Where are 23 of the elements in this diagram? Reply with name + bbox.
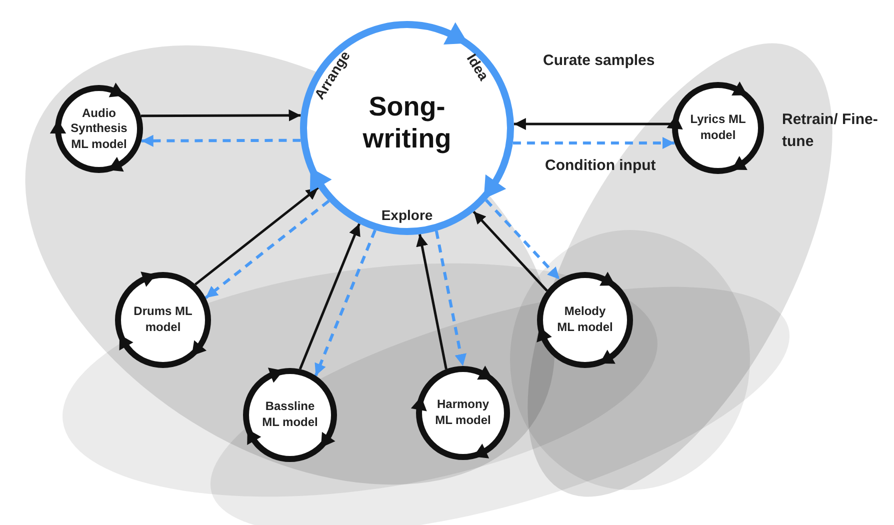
- arrow: [141, 109, 301, 122]
- dashed-arrow: [484, 199, 561, 280]
- arrow: [194, 186, 319, 286]
- node-label: Lyrics ML model: [689, 112, 747, 144]
- dashed-arrow: [314, 230, 376, 376]
- arrow: [298, 223, 360, 370]
- node-label: Audio Synthesis ML model: [70, 106, 128, 152]
- stage-label: Explore: [381, 207, 433, 223]
- edge-label: Curate samples: [543, 51, 655, 71]
- dashed-arrow: [434, 230, 466, 366]
- node-label: Melody ML model: [556, 304, 614, 336]
- edge-label: Condition input: [545, 156, 656, 176]
- arrow: [416, 234, 448, 370]
- arrow: [514, 118, 672, 130]
- hub-title: Song- writing: [362, 90, 452, 156]
- dashed-arrow: [512, 137, 675, 149]
- dashed-arrow: [141, 134, 301, 147]
- node-label: Drums ML model: [133, 304, 193, 336]
- side-note: Retrain/ Fine-tune: [782, 110, 879, 152]
- arrow: [472, 210, 548, 292]
- node-label: Bassline ML model: [261, 399, 319, 431]
- dashed-arrow: [204, 200, 330, 300]
- node-label: Harmony ML model: [434, 397, 492, 429]
